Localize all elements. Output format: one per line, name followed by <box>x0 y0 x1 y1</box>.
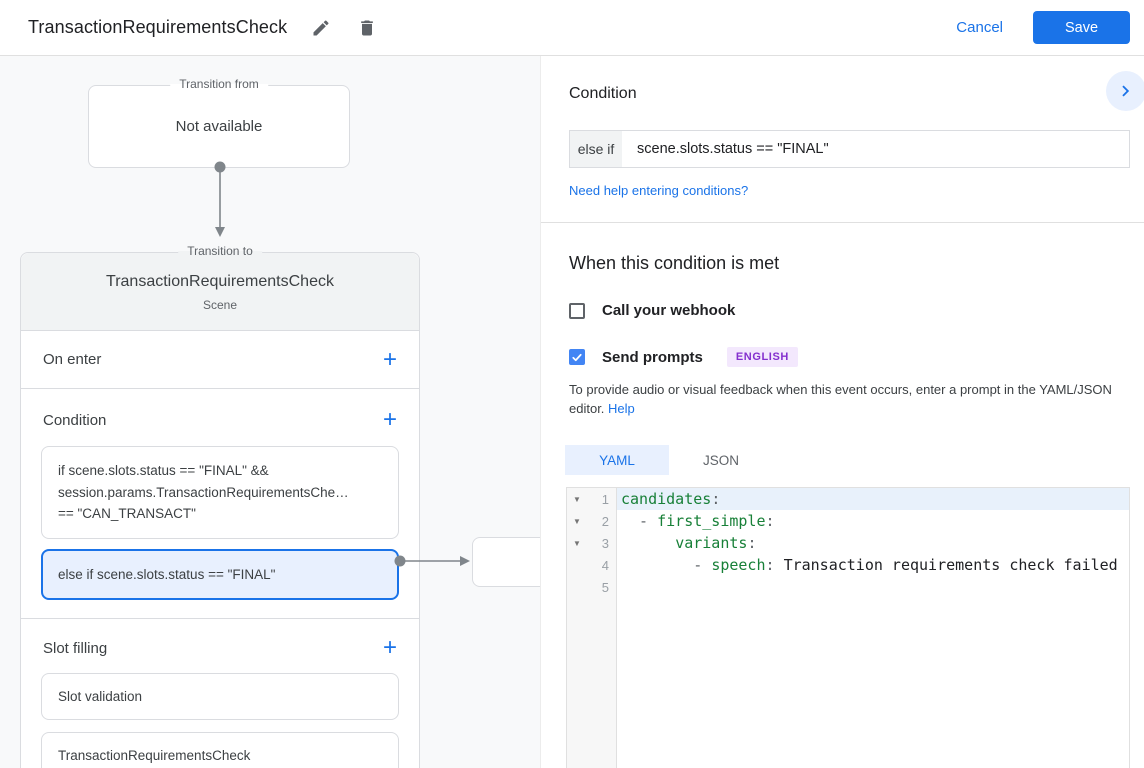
add-condition-button[interactable]: + <box>382 406 397 433</box>
add-slot-filling-button[interactable]: + <box>382 634 397 661</box>
transition-target-node[interactable] <box>472 537 540 587</box>
code-token: variants <box>675 534 748 552</box>
condition-met-title: When this condition is met <box>569 253 780 273</box>
transition-to-legend: Transition to <box>178 244 262 258</box>
fold-icon[interactable]: ▼ <box>573 538 581 548</box>
code-token: : <box>765 512 775 530</box>
page-title: TransactionRequirementsCheck <box>28 17 288 37</box>
chevron-right-icon <box>1115 80 1137 102</box>
cancel-button[interactable]: Cancel <box>956 19 1003 36</box>
condition-prefix-label: else if <box>570 131 622 167</box>
editor-line[interactable]: - first_simple: <box>617 510 1129 532</box>
code-token: : <box>747 534 757 552</box>
on-enter-section: On enter + <box>21 331 419 389</box>
call-webhook-checkbox-row[interactable]: Call your webhook <box>569 302 1130 319</box>
checkbox-unchecked-icon[interactable] <box>569 302 585 319</box>
scene-node-title: TransactionRequirementsCheck <box>106 273 334 290</box>
send-prompts-checkbox-row[interactable]: Send prompts ENGLISH <box>569 347 1130 367</box>
code-token: : <box>765 556 784 574</box>
transition-down-arrow <box>214 161 226 237</box>
collapse-panel-button[interactable] <box>1106 71 1144 111</box>
condition-transition-arrow <box>394 555 470 567</box>
code-token: candidates <box>621 490 712 508</box>
code-token: - <box>621 512 658 530</box>
panel-title: Condition <box>569 85 637 102</box>
code-token: - <box>621 556 712 574</box>
scene-node-subtitle: Scene <box>202 298 238 312</box>
scene-node[interactable]: Transition to TransactionRequirementsChe… <box>20 244 420 768</box>
add-on-enter-button[interactable]: + <box>382 345 397 373</box>
line-number: 5 <box>601 579 609 595</box>
code-token <box>621 534 675 552</box>
conditions-help-link[interactable]: Need help entering conditions? <box>569 183 749 198</box>
yaml-editor[interactable]: ▼ 1 ▼ 2 ▼ 3 4 5 candidates: - first_simple: var… <box>566 487 1130 768</box>
slot-filling-label: Slot filling <box>43 639 108 657</box>
code-token: Transaction requirements check failed <box>783 556 1118 574</box>
prompts-description-text: To provide audio or visual feedback when… <box>569 382 1112 416</box>
pencil-icon <box>311 18 331 38</box>
tab-yaml[interactable]: YAML <box>565 445 669 475</box>
condition-expression-row: else if <box>569 130 1130 168</box>
editor-line[interactable]: candidates: <box>617 488 1129 510</box>
slot-item[interactable]: TransactionRequirementsCheck <box>41 732 399 768</box>
fold-icon[interactable]: ▼ <box>573 494 581 504</box>
trash-icon <box>357 18 377 38</box>
condition-input[interactable] <box>622 131 1129 167</box>
line-number: 3 <box>601 535 609 551</box>
checkbox-checked-icon[interactable] <box>569 349 585 365</box>
editor-format-tabs: YAML JSON <box>565 445 1130 475</box>
transition-from-legend: Transition from <box>170 77 268 91</box>
slot-item[interactable]: Slot validation <box>41 673 399 720</box>
on-enter-label: On enter <box>43 351 102 368</box>
condition-detail-panel: Condition else if Need help entering con… <box>540 56 1144 768</box>
panel-divider <box>541 222 1144 223</box>
editor-line[interactable]: - speech: Transaction requirements check… <box>617 554 1129 576</box>
call-webhook-label: Call your webhook <box>602 302 736 319</box>
delete-scene-button[interactable] <box>355 16 379 40</box>
scene-diagram-canvas: Transition from Not available Transition… <box>0 56 540 768</box>
code-token: : <box>711 490 721 508</box>
code-token: speech <box>711 556 766 574</box>
language-badge: ENGLISH <box>726 347 798 367</box>
prompts-description: To provide audio or visual feedback when… <box>569 380 1129 418</box>
tab-json[interactable]: JSON <box>702 452 739 468</box>
transition-from-text: Not available <box>175 118 263 135</box>
condition-item[interactable]: if scene.slots.status == "FINAL" && sess… <box>41 446 399 539</box>
scene-node-header: TransactionRequirementsCheck Scene <box>21 253 419 331</box>
editor-line[interactable] <box>617 576 1129 598</box>
condition-label: Condition <box>43 411 107 429</box>
editor-gutter: ▼ 1 ▼ 2 ▼ 3 4 5 <box>567 488 617 768</box>
condition-section: Condition + if scene.slots.status == "FI… <box>21 389 419 619</box>
condition-item-selected[interactable]: else if scene.slots.status == "FINAL" <box>41 548 399 600</box>
editor-code[interactable]: candidates: - first_simple: variants: - … <box>617 488 1129 768</box>
editor-line[interactable]: variants: <box>617 532 1129 554</box>
code-token: first_simple <box>657 512 766 530</box>
fold-icon[interactable]: ▼ <box>573 516 581 526</box>
transition-from-node[interactable]: Transition from Not available <box>88 77 350 168</box>
slot-filling-section: Slot filling + Slot validation Transacti… <box>21 619 419 768</box>
help-link[interactable]: Help <box>608 401 635 416</box>
line-number: 1 <box>601 491 609 507</box>
edit-title-button[interactable] <box>309 16 333 40</box>
save-button[interactable]: Save <box>1033 11 1130 44</box>
send-prompts-label: Send prompts <box>602 348 703 366</box>
line-number: 2 <box>601 513 609 529</box>
line-number: 4 <box>601 557 609 573</box>
topbar: TransactionRequirementsCheck Cancel Save <box>0 0 1144 56</box>
